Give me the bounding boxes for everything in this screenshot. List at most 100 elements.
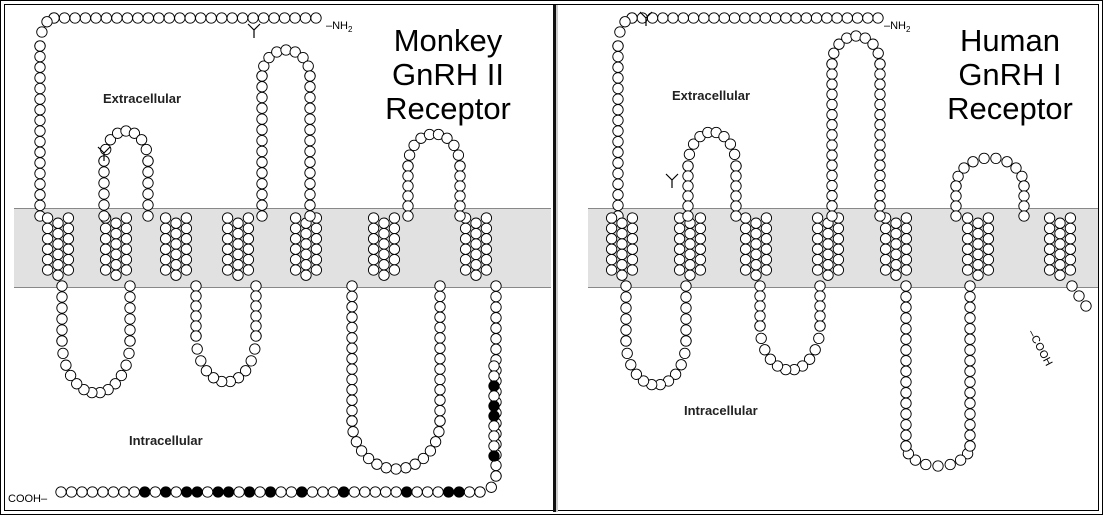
residue: [827, 89, 837, 99]
residue: [683, 211, 693, 221]
residue: [59, 13, 69, 23]
residue: [58, 348, 68, 358]
residue: [311, 13, 321, 23]
residue: [965, 302, 975, 312]
residue: [272, 47, 282, 57]
residue: [234, 487, 244, 497]
residue: [965, 441, 975, 451]
residue: [290, 234, 300, 244]
residue: [303, 61, 313, 71]
residue: [760, 345, 770, 355]
residue: [781, 13, 791, 23]
residue: [901, 430, 911, 440]
residue: [368, 213, 378, 223]
residue: [812, 244, 822, 254]
residue: [63, 234, 73, 244]
residue: [305, 189, 315, 199]
residue: [933, 461, 943, 471]
residue: [370, 487, 380, 497]
residue: [213, 487, 223, 497]
residue: [740, 13, 750, 23]
residue: [57, 303, 67, 313]
residue: [307, 487, 317, 497]
residue: [311, 254, 321, 264]
extracellular-label: Extracellular: [672, 88, 750, 103]
residue: [119, 487, 129, 497]
residue: [42, 254, 52, 264]
residue: [962, 223, 972, 233]
residue: [150, 487, 160, 497]
residue: [143, 167, 153, 177]
residue: [124, 348, 134, 358]
residue: [973, 249, 983, 259]
residue: [175, 13, 185, 23]
residue: [489, 361, 499, 371]
residue: [491, 323, 501, 333]
residue: [339, 487, 349, 497]
residue: [255, 487, 265, 497]
residue: [823, 270, 833, 280]
residue: [875, 69, 885, 79]
residue: [695, 213, 705, 223]
residue: [875, 201, 885, 211]
residue: [613, 136, 623, 146]
residue: [873, 13, 883, 23]
residue: [875, 180, 885, 190]
c-terminus-label: COOH–: [8, 493, 47, 505]
residue: [765, 354, 775, 364]
residue: [257, 179, 267, 189]
residue: [965, 292, 975, 302]
residue: [191, 281, 201, 291]
residue: [248, 13, 258, 23]
residue: [227, 13, 237, 23]
residue: [481, 254, 491, 264]
residue: [53, 270, 63, 280]
residue: [389, 223, 399, 233]
residue: [811, 13, 821, 23]
residue: [973, 270, 983, 280]
residue: [827, 140, 837, 150]
residue: [305, 211, 315, 221]
residue: [100, 265, 110, 275]
residue: [621, 281, 631, 291]
residue: [823, 260, 833, 270]
residue: [257, 157, 267, 167]
residue: [223, 487, 233, 497]
residue: [731, 201, 741, 211]
residue: [875, 59, 885, 69]
residue: [965, 324, 975, 334]
residue: [243, 213, 253, 223]
residue: [403, 211, 413, 221]
residue: [100, 234, 110, 244]
residue: [962, 234, 972, 244]
residue: [962, 213, 972, 223]
residue: [491, 313, 501, 323]
residue: [233, 228, 243, 238]
residue: [962, 254, 972, 264]
residue: [305, 135, 315, 145]
residue: [695, 254, 705, 264]
residue: [35, 136, 45, 146]
residue: [125, 292, 135, 302]
residue: [257, 125, 267, 135]
residue: [435, 343, 445, 353]
residue: [683, 161, 693, 171]
residue: [731, 161, 741, 171]
residue: [42, 17, 52, 27]
residue: [53, 249, 63, 259]
residue: [683, 191, 693, 201]
residue: [685, 270, 695, 280]
residue: [606, 244, 616, 254]
residue: [709, 13, 719, 23]
residue: [91, 13, 101, 23]
residue: [121, 223, 131, 233]
residue: [143, 211, 153, 221]
residue: [827, 110, 837, 120]
residue: [827, 99, 837, 109]
residue: [403, 201, 413, 211]
residue: [620, 17, 630, 27]
residue: [257, 71, 267, 81]
residue: [815, 301, 825, 311]
residue: [57, 314, 67, 324]
residue: [1065, 265, 1075, 275]
